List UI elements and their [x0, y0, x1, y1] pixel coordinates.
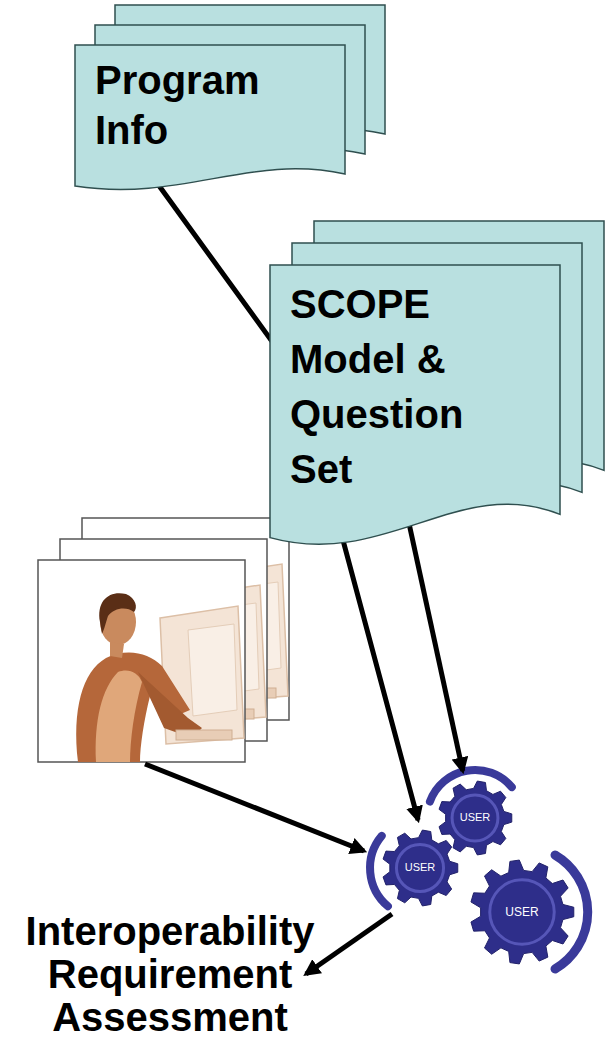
gear-rim [490, 880, 554, 944]
gear-outline [439, 781, 512, 855]
gear-ring-arc [370, 836, 388, 906]
gear-node: USER [372, 820, 468, 916]
person-arrow [145, 764, 364, 851]
person-illustration [38, 560, 245, 762]
flow-arrow [409, 524, 463, 771]
gear-outline [471, 860, 574, 964]
gear-label: USER [405, 861, 436, 874]
gear-node: USER [460, 850, 584, 974]
document-page [270, 265, 560, 544]
document-page [75, 45, 345, 189]
document-stack: SCOPE Model & Question Set [270, 265, 560, 555]
gear-outline [383, 830, 458, 906]
gear-rim [452, 795, 498, 841]
document-stack: Program Info [75, 45, 345, 195]
document-title: SCOPE Model & Question Set [290, 277, 500, 497]
document-title: Program Info [95, 55, 300, 155]
gear-label: USER [460, 811, 491, 824]
gear-rim [396, 844, 443, 891]
output-arrow [306, 914, 392, 974]
output-label: Interoperability Requirement Assessment [0, 910, 340, 1039]
gear-label: USER [505, 905, 538, 919]
